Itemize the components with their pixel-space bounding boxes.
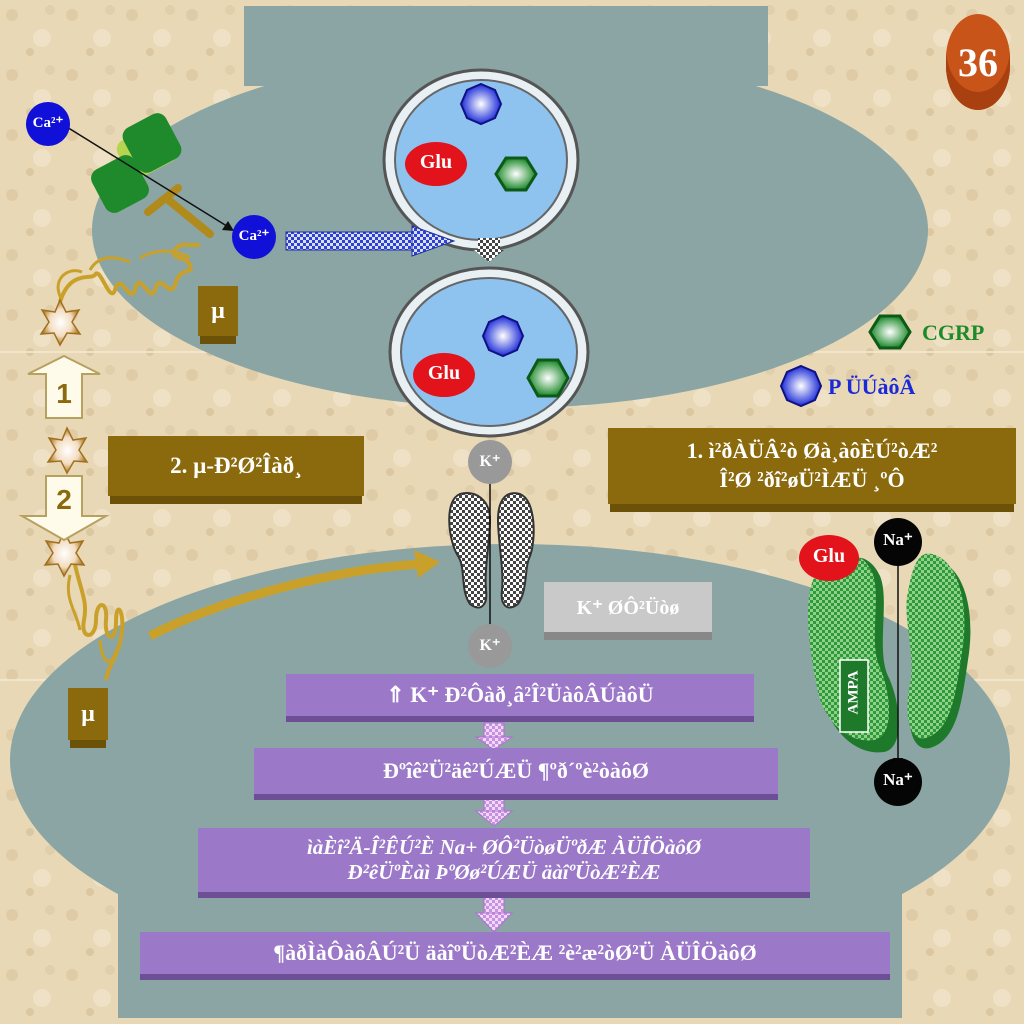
cascade-step-3-line1: ìàÈî²Ä-Î²ÊÚ²È Na+ ØÔ²ÜòøÜºðÆ ÀÜÎÖàôØ: [306, 834, 702, 859]
k-ion-circle: [468, 624, 512, 668]
k-channel-protein: [448, 492, 535, 609]
mechanism-2-box: 2. µ-Ð²Ø²Îàð¸: [108, 436, 364, 496]
na-ion-circle: [874, 518, 922, 566]
vesicle-bottom: [388, 266, 590, 438]
glu-circle: [405, 142, 467, 186]
cgrp-legend-icon: [868, 314, 912, 350]
mu-receptor-top: [58, 242, 202, 303]
arrow-2-label: 2: [56, 484, 72, 515]
k-ion-label: K⁺: [479, 637, 501, 654]
cascade-step-2: Ðºîê²Ü²äê²ÚÆÜ ¶ºð´ºè²òàôØ: [254, 748, 778, 800]
opioid-ligand-star: [43, 529, 86, 578]
ampa-label: AMPA: [845, 670, 862, 715]
p-substance-octagon: [481, 314, 525, 358]
k-ion-label: K⁺: [479, 453, 501, 470]
p-legend-icon: [779, 364, 823, 408]
cascade-step-1: ⇑ K⁺ Ð²Ôàð¸â²Î²ÜàôÂÚàôÜ: [286, 674, 754, 722]
na-ion-circle: [874, 758, 922, 806]
mu-receptor-bottom-box: µ: [68, 688, 108, 740]
k-channel-box: K⁺ ØÔ²Üòø: [544, 582, 712, 640]
mechanism-1-line2: Î²Ø ²ðî²øÜ²ÌÆÜ ¸ºÔ: [719, 467, 905, 492]
opioid-ligand-star: [39, 298, 82, 347]
mu-receptor-bottom: [72, 559, 125, 681]
na-ion-label: Na⁺: [883, 770, 913, 789]
ca-ion-circle: [26, 102, 70, 146]
cascade-step-3-line2: Ð²êÜºÈàì ÞºØø²ÚÆÜ äàîºÜòÆ²ÈÆ: [347, 860, 661, 884]
glu-label: Glu: [427, 362, 461, 384]
p-legend-label: P ÜÚàôÂ: [828, 374, 916, 399]
mechanism-1-line1: 1. ì²ðÀÜÂ²ò Øà¸àôÈÚ²òÆ²: [686, 438, 938, 464]
glu-receptor-circle: [799, 535, 859, 581]
mechanism-1-box: 1. ì²ðÀÜÂ²ò Øà¸àôÈÚ²òÆ² Î²Ø ²ðî²øÜ²ÌÆÜ ¸…: [608, 428, 1016, 504]
mu-receptor-top-box: µ: [198, 286, 238, 336]
na-ion-label: Na⁺: [883, 530, 913, 549]
p-substance-octagon: [459, 82, 503, 126]
arrow-2: [18, 475, 110, 542]
cgrp-hexagon: [526, 358, 570, 398]
ampa-receptor: [808, 553, 971, 753]
ca-ion-circle: [232, 215, 276, 259]
ca-ion-label: Ca²⁺: [32, 115, 64, 131]
opioid-ligand-star: [46, 426, 89, 475]
slide-number: 36: [946, 14, 1010, 110]
ca-influx-arrow: [61, 123, 231, 229]
release-signal-arrow: [285, 225, 456, 257]
arrow-1-label: 1: [56, 378, 72, 409]
ca-ion-label: Ca²⁺: [238, 228, 270, 244]
cgrp-legend-label: CGRP: [922, 320, 985, 345]
signal-arrow-curve: [147, 559, 421, 641]
glu-receptor-label: Glu: [812, 545, 846, 567]
fusion-arrow: [478, 238, 500, 252]
k-ion-circle: [468, 440, 512, 484]
glu-label: Glu: [419, 151, 453, 173]
arrow-1: [27, 354, 101, 419]
vesicle-top: [382, 68, 580, 252]
cascade-step-4: ¶àðÌàÔàôÂÚ²Ü äàîºÜòÆ²ÈÆ ²è²æ²òØ²Ü ÀÜÎÖàô…: [140, 932, 890, 980]
cascade-step-3: ìàÈî²Ä-Î²ÊÚ²È Na+ ØÔ²ÜòøÜºðÆ ÀÜÎÖàôØ Ð²ê…: [198, 828, 810, 898]
glu-circle: [413, 353, 475, 397]
cgrp-hexagon: [494, 156, 538, 192]
